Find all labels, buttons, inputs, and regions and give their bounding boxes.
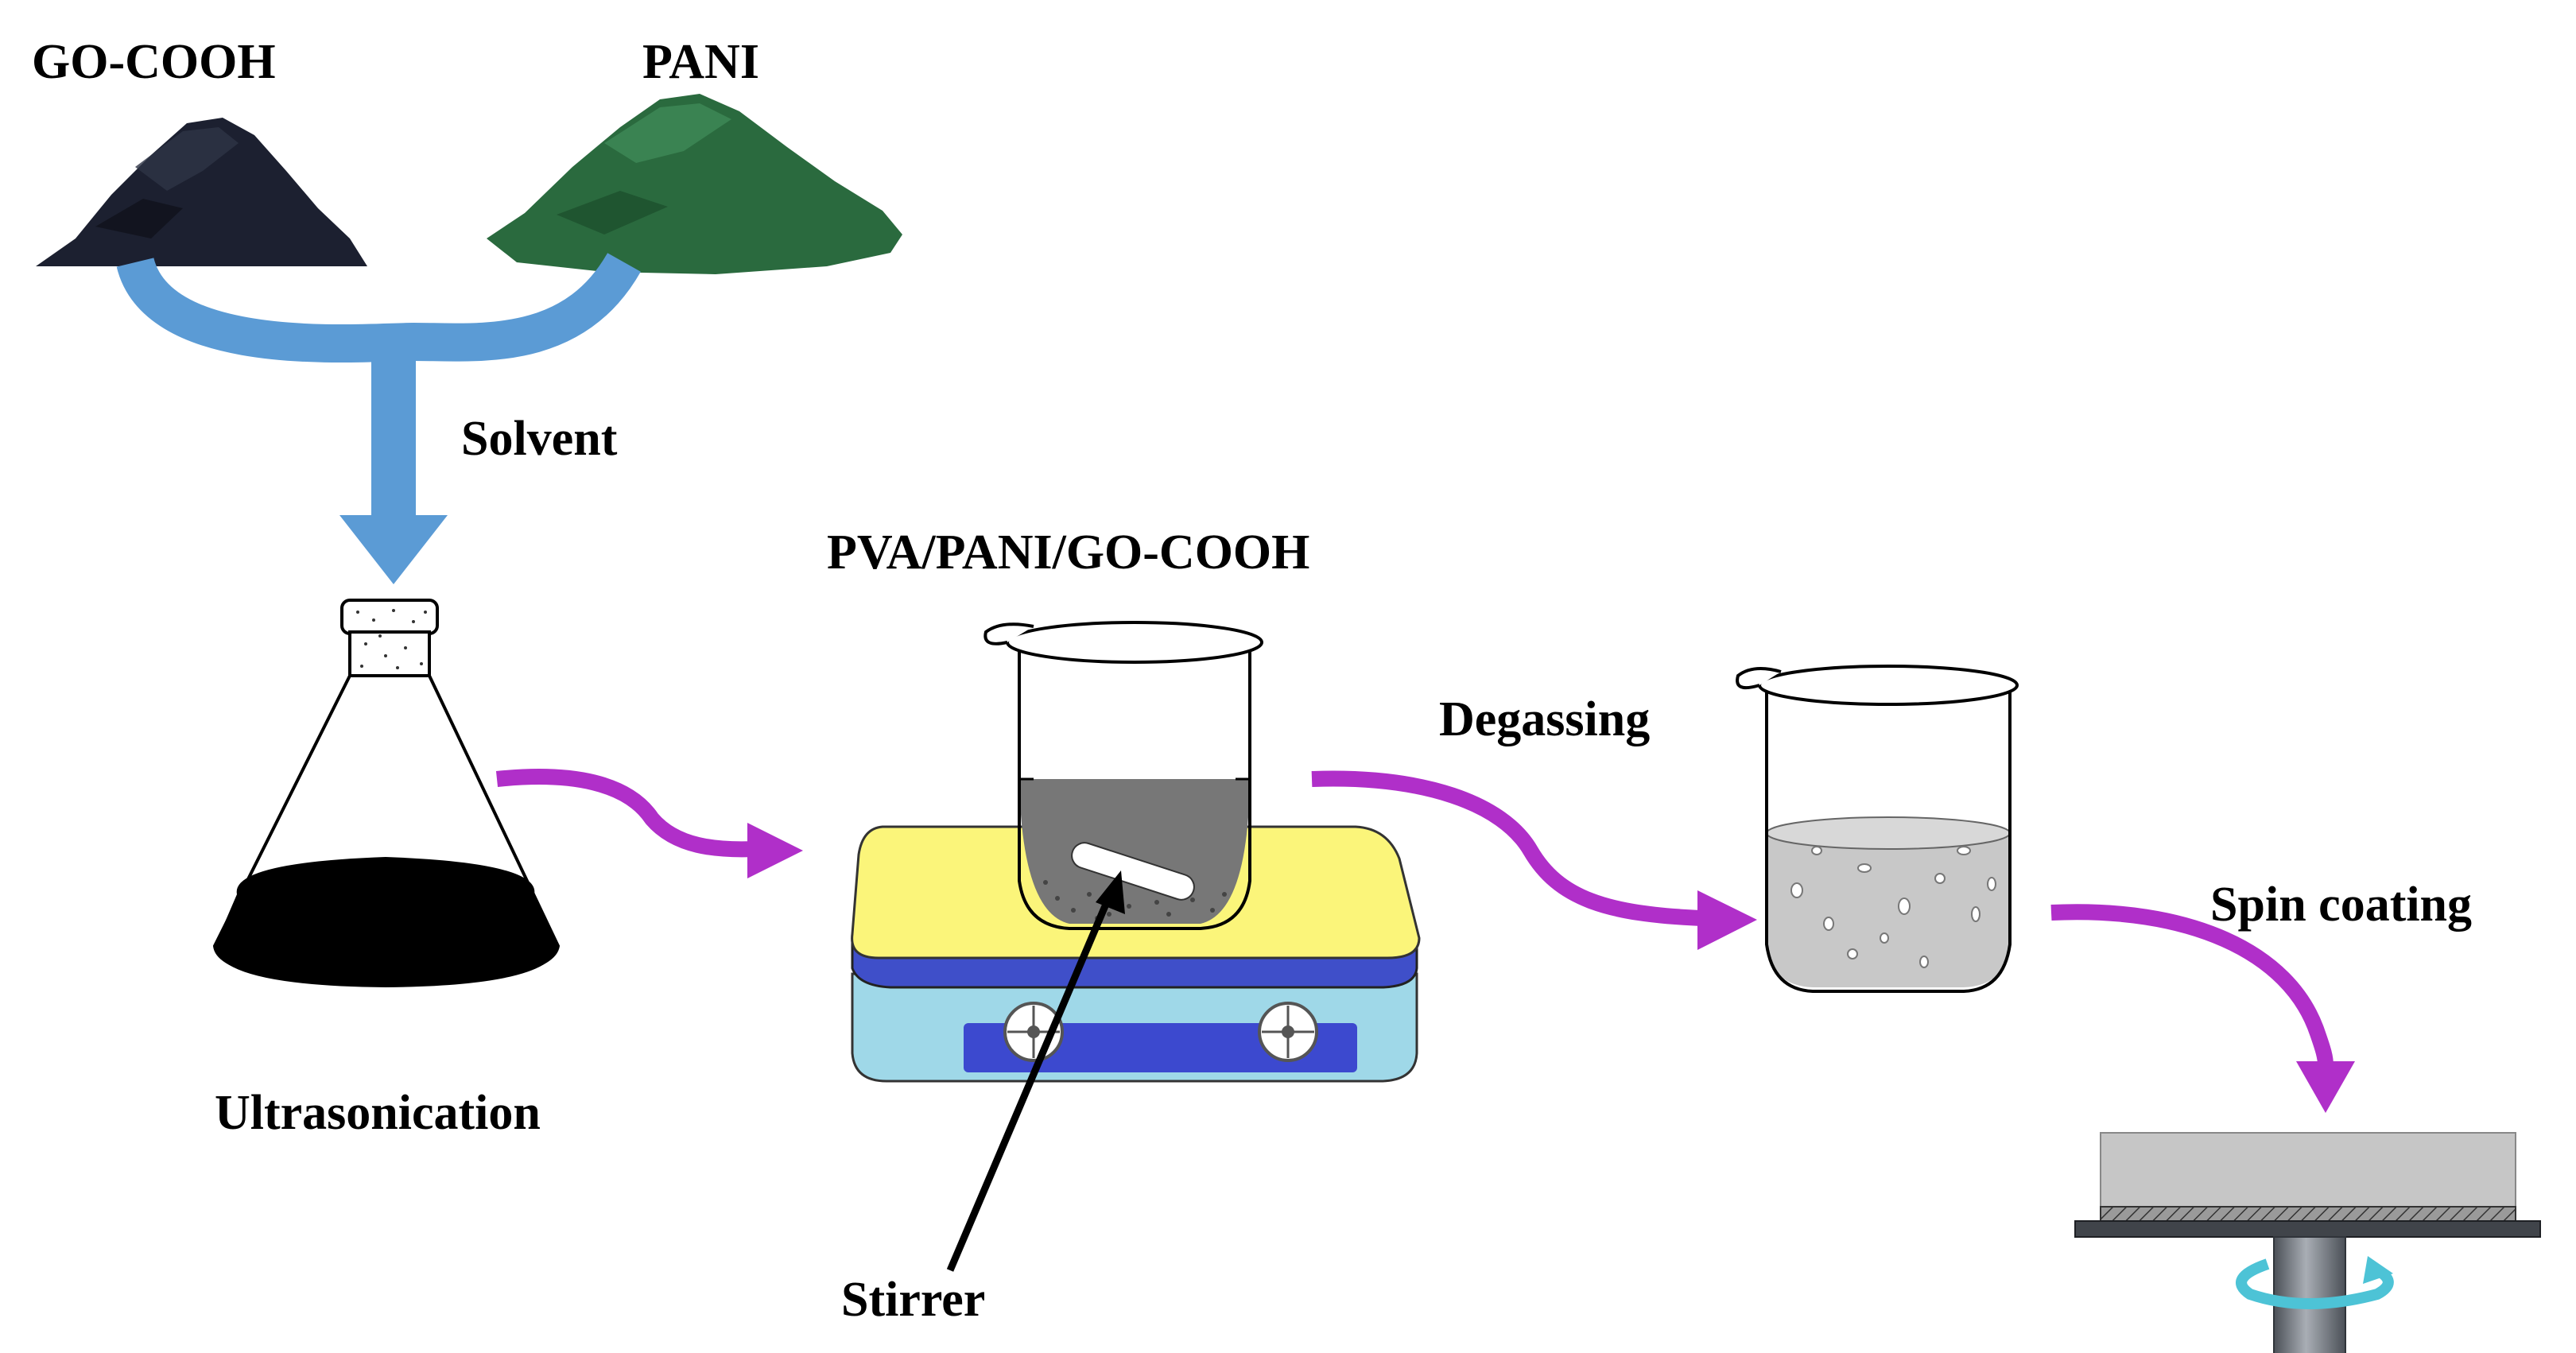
label-pva-pani-go-cooh: PVA/PANI/GO-COOH [827,525,1309,580]
label-ultrasonication: Ultrasonication [215,1086,541,1140]
knob-right [1258,1002,1318,1062]
spin-coater [2074,1132,2541,1353]
pani-powder [487,94,902,274]
flow-arrow-2 [1311,770,1757,950]
solvent-mixing-arrow [116,252,641,584]
label-degassing: Degassing [1439,692,1650,746]
label-spin-coating: Spin coating [2210,878,2472,932]
stirrer-pointer-arrow [946,870,1125,1272]
label-go-cooh: GO-COOH [32,35,276,89]
flow-arrow-1 [495,769,803,878]
label-pani: PANI [642,35,759,89]
stirring-beaker [983,621,1263,930]
degassing-beaker [1736,665,2019,993]
label-solvent: Solvent [461,412,618,466]
go-cooh-powder [36,118,367,266]
magnetic-stirrer-hotplate [851,825,1421,1083]
label-stirrer: Stirrer [841,1273,985,1327]
flow-arrow-3 [2050,904,2355,1113]
erlenmeyer-flask [212,599,561,987]
